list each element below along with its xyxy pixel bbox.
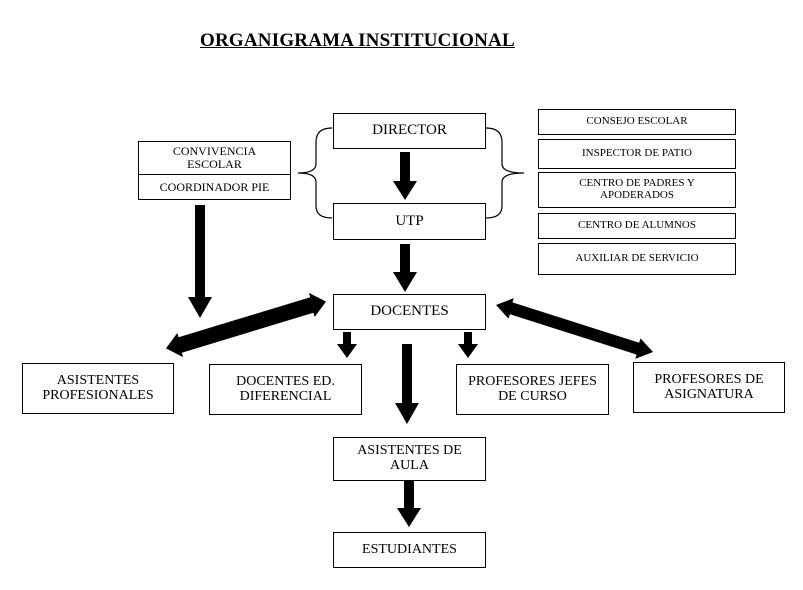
node-profesores-jefes-de-curso: PROFESORES JEFES DE CURSO <box>456 364 609 415</box>
node-asistentes-profesionales-label: ASISTENTES PROFESIONALES <box>42 372 154 403</box>
node-auxiliar-de-servicio: AUXILIAR DE SERVICIO <box>538 243 736 275</box>
node-inspector-de-patio-label: INSPECTOR DE PATIO <box>581 147 693 160</box>
node-estudiantes: ESTUDIANTES <box>333 532 486 568</box>
node-coordinador-pie: COORDINADOR PIE <box>138 174 291 200</box>
node-docentes-label: DOCENTES <box>370 303 449 320</box>
node-profesores-de-asignatura: PROFESORES DE ASIGNATURA <box>633 362 785 413</box>
double-arrow-profesores-asignatura <box>496 298 653 359</box>
arrow-coordinador-pie-down <box>188 205 212 318</box>
node-centro-de-padres-label: CENTRO DE PADRES Y APODERADOS <box>579 177 695 201</box>
node-docentes-ed-diferencial-label: DOCENTES ED. DIFERENCIAL <box>236 373 335 404</box>
node-coordinador-pie-label: COORDINADOR PIE <box>159 179 270 194</box>
arrow-docentes-to-jefes <box>458 332 478 358</box>
node-docentes: DOCENTES <box>333 294 486 330</box>
node-consejo-escolar-label: CONSEJO ESCOLAR <box>586 115 688 128</box>
brace-right <box>485 127 525 219</box>
node-consejo-escolar: CONSEJO ESCOLAR <box>538 109 736 135</box>
brace-left <box>297 127 333 219</box>
node-utp: UTP <box>333 203 486 240</box>
node-estudiantes-label: ESTUDIANTES <box>362 541 457 557</box>
arrow-docentes-to-asistentes-aula <box>395 344 419 424</box>
node-centro-de-alumnos-label: CENTRO DE ALUMNOS <box>578 219 696 232</box>
node-asistentes-de-aula-label: ASISTENTES DE AULA <box>357 443 462 473</box>
node-utp-label: UTP <box>395 212 424 229</box>
node-convivencia-escolar-label: CONVIVENCIA ESCOLAR <box>172 144 257 171</box>
node-asistentes-profesionales: ASISTENTES PROFESIONALES <box>22 363 174 414</box>
node-inspector-de-patio: INSPECTOR DE PATIO <box>538 139 736 169</box>
node-profesores-jefes-de-curso-label: PROFESORES JEFES DE CURSO <box>468 373 597 404</box>
arrow-asistentes-aula-to-estudiantes <box>397 480 421 527</box>
page-title: ORGANIGRAMA INSTITUCIONAL <box>200 30 515 51</box>
arrow-director-to-utp <box>393 152 417 200</box>
arrow-docentes-to-diferencial <box>337 332 357 358</box>
node-centro-de-alumnos: CENTRO DE ALUMNOS <box>538 213 736 239</box>
node-director-label: DIRECTOR <box>372 122 447 139</box>
double-arrow-asistentes-profesionales <box>166 292 326 358</box>
node-profesores-de-asignatura-label: PROFESORES DE ASIGNATURA <box>654 371 764 402</box>
node-director: DIRECTOR <box>333 113 486 149</box>
node-auxiliar-de-servicio-label: AUXILIAR DE SERVICIO <box>575 252 699 265</box>
node-convivencia-escolar: CONVIVENCIA ESCOLAR <box>138 141 291 175</box>
node-asistentes-de-aula: ASISTENTES DE AULA <box>333 437 486 481</box>
node-centro-de-padres: CENTRO DE PADRES Y APODERADOS <box>538 172 736 208</box>
arrow-utp-to-docentes <box>393 244 417 292</box>
node-docentes-ed-diferencial: DOCENTES ED. DIFERENCIAL <box>209 364 362 415</box>
